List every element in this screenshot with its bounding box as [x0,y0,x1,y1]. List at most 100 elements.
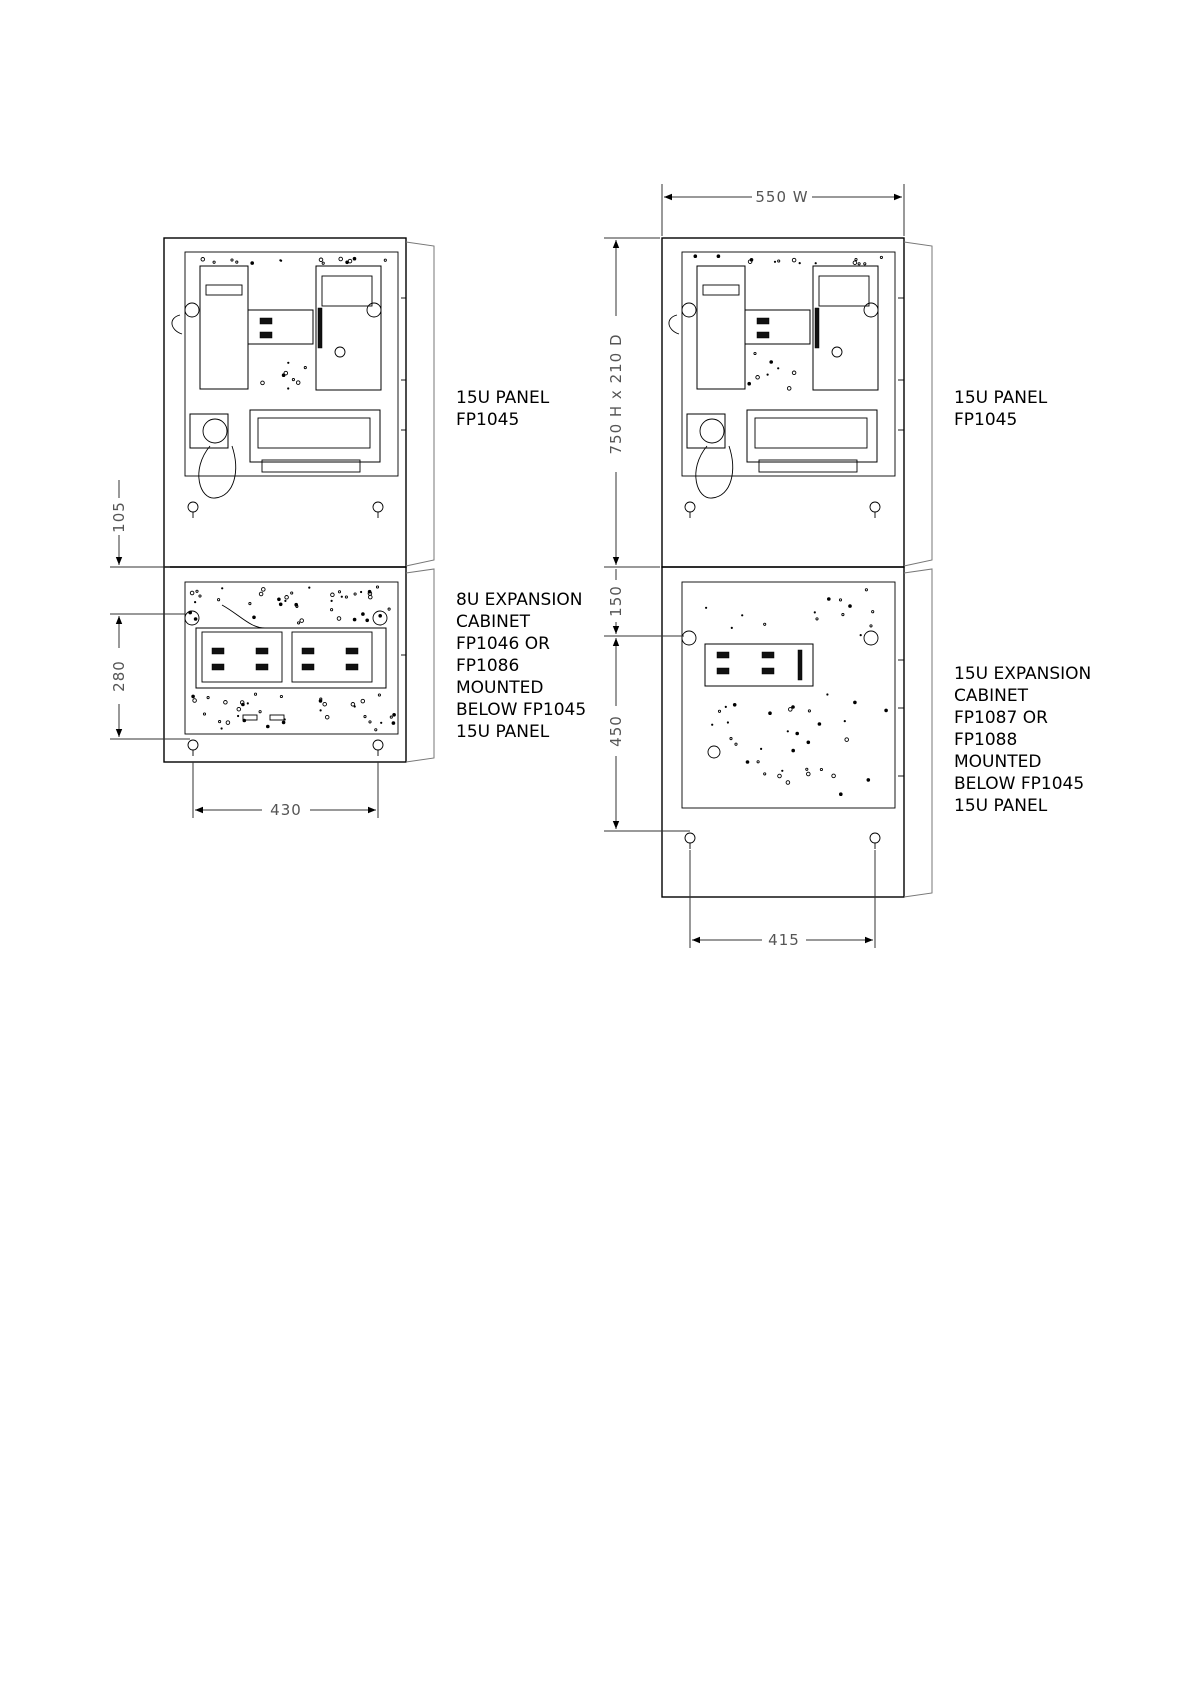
mounting-hole [218,599,220,601]
mounting-hole [718,710,720,712]
mounting-hole [193,699,197,703]
mounting-hole [754,352,756,354]
mounting-hole [872,611,874,613]
mounting-hole [236,261,238,263]
mounting-hole [300,619,304,623]
mounting-hole [250,261,254,265]
mounting-hole [769,360,773,364]
mounting-hole [219,721,221,723]
mounting-hole [778,774,782,778]
mounting-hole [191,695,195,699]
mounting-hole [757,761,759,763]
mounting-hole [199,595,201,597]
mounting-hole [711,724,713,726]
mounting-hole [319,258,323,262]
dimension-550-w: 550 W [662,184,904,236]
mounting-hole [291,592,293,594]
mounting-hole [795,732,799,736]
mounting-hole [844,720,846,722]
mounting-hole [266,725,270,729]
dimension-280: 280 [110,614,190,739]
svg-text:415: 415 [768,931,800,949]
mounting-hole [750,258,754,262]
mounting-hole [261,381,265,385]
mounting-hole [375,729,377,731]
mounting-hole [705,607,707,609]
mounting-hole [792,258,796,262]
mounting-hole [361,612,365,616]
mounting-hole [207,697,209,699]
mounting-hole [880,256,882,258]
mounting-hole [842,614,844,616]
mounting-hole [364,716,366,718]
mounting-hole [341,596,343,598]
mounting-hole [807,741,811,745]
mounting-hole [764,773,766,775]
mounting-hole [760,748,762,750]
mounting-hole [284,600,286,602]
mounting-hole [320,709,322,711]
mounting-hole [237,707,241,711]
mounting-hole [292,379,294,381]
mounting-hole [826,693,828,695]
mounting-hole [774,261,776,263]
mounting-hole [799,262,801,264]
mounting-hole [816,618,818,620]
svg-text:150: 150 [607,585,625,617]
mounting-hole [190,591,194,595]
mounting-hole [768,711,772,715]
mounting-hole [778,260,780,262]
mounting-hole [284,371,288,375]
mounting-hole [864,263,866,265]
mounting-hole [282,721,286,725]
mounting-hole [733,703,737,707]
mounting-hole [756,376,760,380]
dimension-150: 150 [604,569,684,636]
mounting-hole [786,781,790,785]
mounting-hole [791,749,795,753]
mounting-hole [832,774,836,778]
mounting-hole [338,591,340,593]
mounting-hole [390,716,392,718]
left-panel-label: 15U PANEL FP1045 [456,388,555,430]
mounting-hole [767,374,769,376]
mounting-hole [361,699,365,703]
mounting-hole [365,619,369,623]
mounting-hole [791,705,795,709]
mounting-hole [224,701,228,705]
mounting-hole [325,715,329,719]
mounting-hole [378,614,382,618]
dimension-750h-x-210d: 750 H x 210 D [604,238,660,567]
mounting-hole [353,257,357,261]
mounting-hole [725,706,727,708]
mounting-hole [331,600,333,602]
dimension-415: 415 [690,850,875,949]
dimension-105: 105 [110,480,170,567]
right-15u-panel [662,238,932,567]
svg-text:550 W: 550 W [755,188,808,206]
mounting-hole [818,722,822,726]
mounting-hole [188,611,192,615]
mounting-hole [392,713,396,717]
svg-text:280: 280 [110,660,128,692]
mounting-hole [853,261,857,265]
right-assembly: 15U PANEL FP1045 15U EXPANSION CABINET F… [604,184,1097,949]
mounting-hole [814,611,816,613]
mounting-hole [777,367,779,369]
mounting-hole [287,362,289,364]
mounting-hole [858,263,860,265]
mounting-hole [241,703,245,707]
mounting-hole [277,598,281,602]
mounting-hole [730,738,732,740]
mounting-hole [807,772,811,776]
mounting-hole [353,618,357,622]
mounting-hole [194,617,198,621]
mounting-hole [308,587,310,589]
left-expansion-label: 8U EXPANSION CABINET FP1046 OR FP1086 MO… [456,590,592,742]
mounting-hole [322,262,324,264]
mounting-hole [259,592,263,596]
mounting-hole [792,371,796,375]
mounting-hole [789,708,793,712]
mounting-hole [741,614,743,616]
mounting-hole [249,603,251,605]
